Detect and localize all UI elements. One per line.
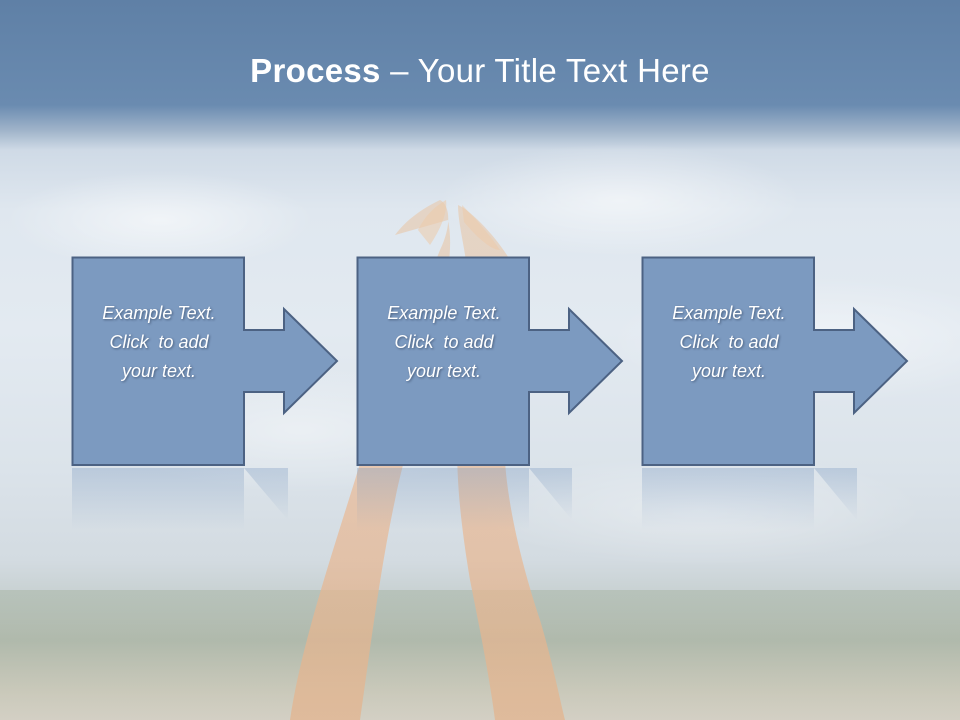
step-text-line: your text.	[121, 360, 196, 381]
process-step-text: Example Text. Click to add your text.	[642, 237, 816, 447]
title-bold: Process	[250, 52, 381, 89]
process-arrow-shape	[71, 256, 339, 466]
step-text-line: Click to add	[109, 331, 209, 352]
step-text-line: Click to add	[394, 331, 494, 352]
process-arrow-shape	[641, 256, 909, 466]
process-step-1[interactable]: Example Text. Click to add your text.	[71, 256, 342, 467]
title-rest: – Your Title Text Here	[380, 52, 710, 89]
step-text-line: Example Text.	[102, 302, 216, 323]
slide-title: Process – Your Title Text Here	[0, 52, 960, 90]
process-step-text: Example Text. Click to add your text.	[357, 237, 531, 447]
step-text-line: Example Text.	[672, 302, 786, 323]
process-step-2[interactable]: Example Text. Click to add your text.	[356, 256, 627, 467]
step-text-line: Click to add	[679, 331, 779, 352]
process-step-text: Example Text. Click to add your text.	[72, 237, 246, 447]
step-text-line: Example Text.	[387, 302, 501, 323]
step-text-line: your text.	[406, 360, 481, 381]
process-step-3[interactable]: Example Text. Click to add your text.	[641, 256, 912, 467]
process-arrow-shape	[356, 256, 624, 466]
step-text-line: your text.	[691, 360, 766, 381]
